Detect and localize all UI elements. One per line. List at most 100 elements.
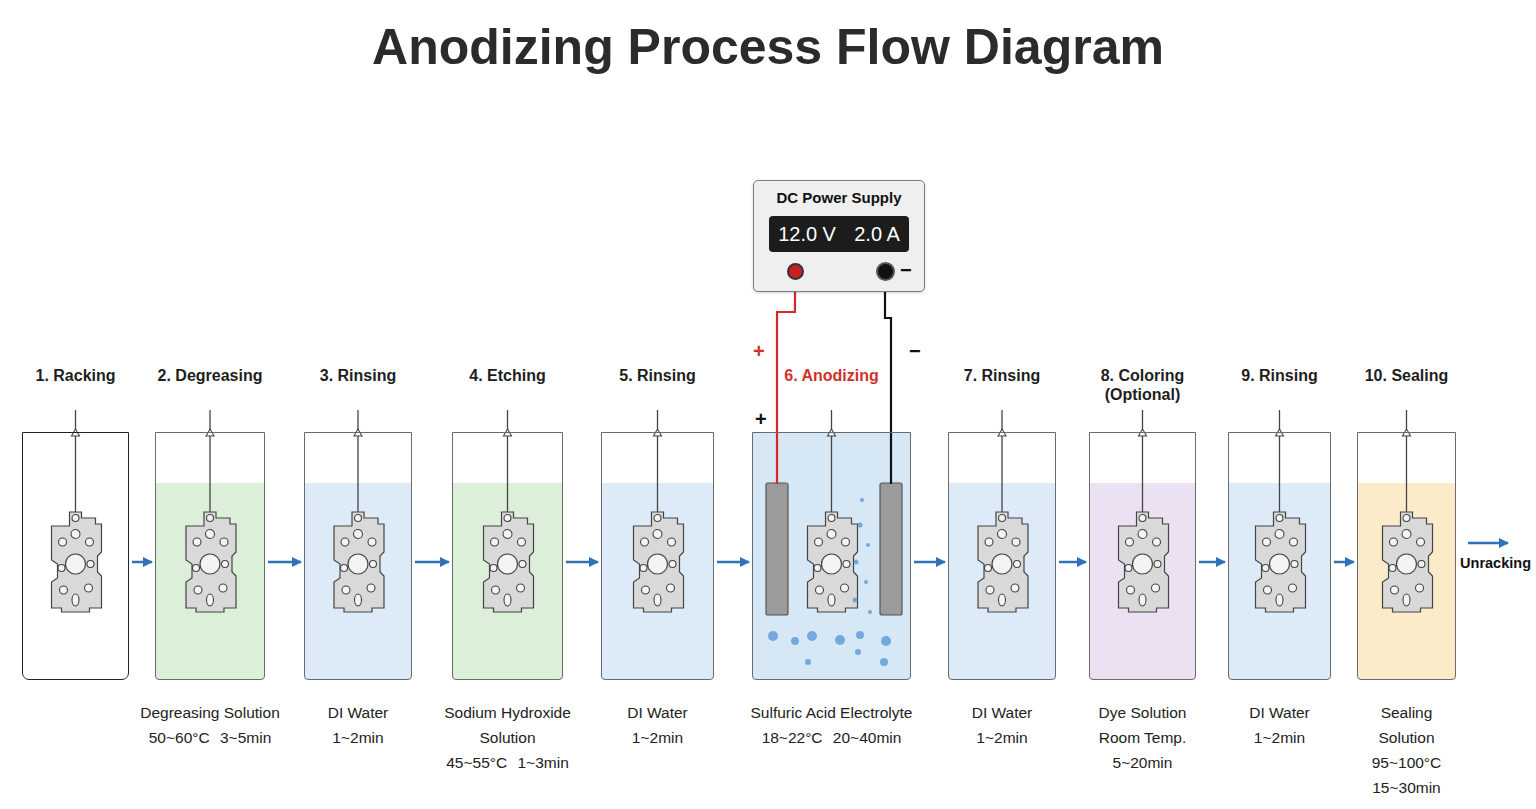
process-tank: 10. SealingSealing Solution95~100°C 15~3… <box>1357 432 1456 680</box>
liquid <box>305 483 411 679</box>
power-supply-box: DC Power Supply 12.0 V 2.0 A <box>753 180 925 292</box>
tank-description: DI Water1~2min <box>1220 700 1340 750</box>
liquid <box>1358 483 1455 679</box>
step-heading: 2. Degreasing <box>152 366 268 385</box>
unracking-label: Unracking <box>1460 555 1531 572</box>
positive-wire <box>777 280 795 484</box>
bubble <box>807 631 817 641</box>
bubble <box>860 498 864 502</box>
flow-arrow <box>566 561 598 564</box>
bubble <box>791 637 799 645</box>
bubble <box>858 523 863 528</box>
electrodes <box>766 483 902 615</box>
tank-description: DI Water1~2min <box>288 700 428 750</box>
step-heading: 5. Rinsing <box>598 366 717 385</box>
flow-arrow <box>132 561 152 564</box>
step-heading: 6. Anodizing <box>749 366 914 385</box>
process-tank: 4. EtchingSodium Hydroxide Solution45~55… <box>452 432 563 680</box>
workpiece <box>1256 512 1306 612</box>
tank-description: Degreasing Solution50~60°C 3~5min <box>125 700 295 750</box>
diagram-title: Anodizing Process Flow Diagram <box>0 16 1536 78</box>
bubble <box>880 658 888 666</box>
process-conditions: 1~2min <box>288 725 428 750</box>
bubble <box>856 631 864 639</box>
step-heading: 4. Etching <box>449 366 566 385</box>
solution-name: Degreasing Solution <box>125 700 295 725</box>
process-conditions: 1~2min <box>588 725 728 750</box>
liquid <box>1090 483 1195 679</box>
bubble <box>805 659 811 665</box>
solution-name: Sulfuric Acid Electrolyte <box>727 700 937 725</box>
bubble <box>768 631 778 641</box>
bubble <box>853 598 858 603</box>
hanger-clip <box>354 429 362 436</box>
device-name: DC Power Supply <box>754 189 924 207</box>
flow-arrow <box>717 561 749 564</box>
display-reading: 12.0 V <box>778 222 836 246</box>
process-conditions: 1~2min <box>1220 725 1340 750</box>
process-tank: 8. Coloring (Optional)Dye SolutionRoom T… <box>1089 432 1196 680</box>
workpiece <box>1119 512 1169 612</box>
bubble <box>881 636 891 646</box>
hanger-clip <box>1139 429 1147 436</box>
liquid <box>602 483 713 679</box>
bubble <box>855 649 861 655</box>
solution-name: DI Water <box>932 700 1072 725</box>
process-conditions: Room Temp. 5~20min <box>1089 725 1197 775</box>
hanger-clip <box>206 429 214 436</box>
hanger-wire <box>831 410 832 516</box>
workpiece <box>978 512 1028 612</box>
workpiece <box>1383 512 1433 612</box>
tank-description: DI Water1~2min <box>932 700 1072 750</box>
workpiece <box>634 512 684 612</box>
hanger-wire <box>1279 410 1280 516</box>
tank-description: Sodium Hydroxide Solution45~55°C 1~3min <box>433 700 583 775</box>
power-display: 12.0 V 2.0 A <box>769 216 909 252</box>
flow-arrow <box>1199 561 1225 564</box>
solution-name: Dye Solution <box>1089 700 1197 725</box>
flow-arrow <box>914 561 945 564</box>
step-heading: 3. Rinsing <box>301 366 415 385</box>
tank-description: Sulfuric Acid Electrolyte18~22°C 20~40mi… <box>727 700 937 750</box>
liquid <box>453 483 562 679</box>
process-conditions: 1~2min <box>932 725 1072 750</box>
hanger-clips <box>72 429 1411 436</box>
process-tank: 3. RinsingDI Water1~2min <box>304 432 412 680</box>
polarity-sign: + <box>753 339 765 363</box>
hanger-wire <box>75 410 76 516</box>
workpiece <box>186 512 236 612</box>
hanger-clip <box>998 429 1006 436</box>
workpiece <box>334 512 384 612</box>
hanger-wire <box>209 410 210 516</box>
bubble <box>868 610 872 614</box>
display-reading: 2.0 A <box>854 222 900 246</box>
hanger-clip <box>654 429 662 436</box>
process-tank: 7. RinsingDI Water1~2min <box>948 432 1056 680</box>
negative-terminal <box>876 262 895 281</box>
unracking-arrow <box>1468 543 1508 544</box>
process-conditions: 18~22°C 20~40min <box>727 725 937 750</box>
hanger-wire <box>657 410 658 516</box>
process-tank: 2. DegreasingDegreasing Solution50~60°C … <box>155 432 265 680</box>
hanger-wire <box>1406 410 1407 516</box>
solution-name: Sodium Hydroxide Solution <box>433 700 583 750</box>
solution-name: Sealing Solution <box>1355 700 1459 750</box>
workpiece <box>52 512 102 612</box>
flow-arrow <box>1059 561 1086 564</box>
flow-arrow <box>1334 561 1354 564</box>
power-wires <box>777 280 891 484</box>
step-heading: 8. Coloring (Optional) <box>1086 366 1199 404</box>
hanger-wire <box>1142 410 1143 516</box>
positive-terminal <box>787 263 804 280</box>
hanger-clip <box>1403 429 1411 436</box>
hanger-clip <box>504 429 512 436</box>
hanger-clip <box>828 429 836 436</box>
step-heading: 1. Racking <box>19 366 132 385</box>
liquid <box>949 483 1055 679</box>
process-tank: 9. RinsingDI Water1~2min <box>1228 432 1331 680</box>
liquid <box>156 483 264 679</box>
polarity-sign: + <box>755 407 767 431</box>
hanger-wire <box>1001 410 1002 516</box>
